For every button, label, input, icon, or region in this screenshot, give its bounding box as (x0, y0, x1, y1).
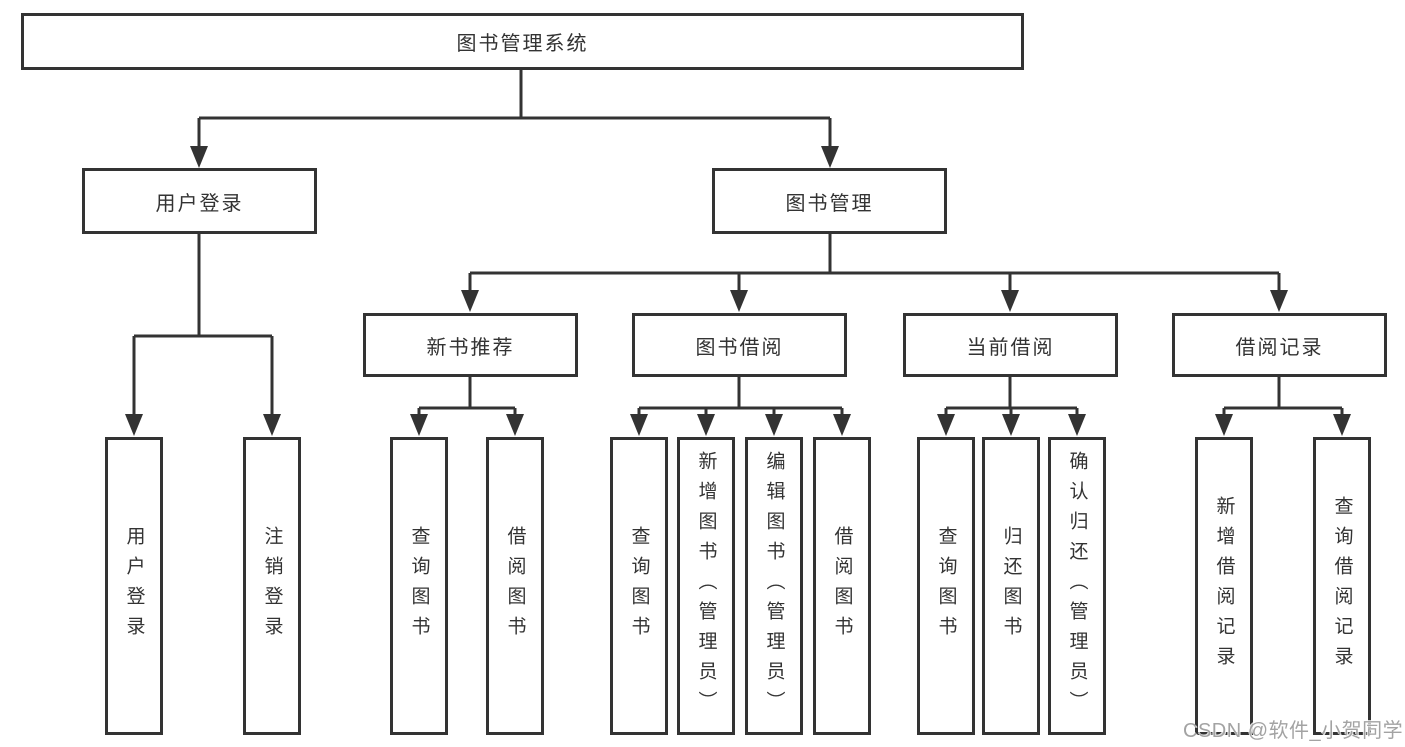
node-borrow-records: 借阅记录 (1172, 313, 1387, 377)
leaf-records-add-record: 新增借阅记录 (1195, 437, 1253, 735)
node-new-book-recommend: 新书推荐 (363, 313, 578, 377)
leaf-user-login: 用户登录 (105, 437, 163, 735)
leaf-current-confirm-return-admin: 确认归还（管理员） (1048, 437, 1106, 735)
leaf-borrow-edit-book-admin: 编辑图书（管理员） (745, 437, 803, 735)
leaf-borrow-add-book-admin: 新增图书（管理员） (677, 437, 735, 735)
leaf-current-query-book: 查询图书 (917, 437, 975, 735)
connector-line-group (132, 70, 1344, 416)
leaf-logout: 注销登录 (243, 437, 301, 735)
node-book-management: 图书管理 (712, 168, 947, 234)
leaf-borrow-borrow-book: 借阅图书 (813, 437, 871, 735)
leaf-current-return-book: 归还图书 (982, 437, 1040, 735)
leaf-recommend-borrow-book: 借阅图书 (486, 437, 544, 735)
arrowhead-group (125, 146, 1351, 436)
node-root: 图书管理系统 (21, 13, 1024, 70)
leaf-recommend-query-book: 查询图书 (390, 437, 448, 735)
leaf-records-query-record: 查询借阅记录 (1313, 437, 1371, 735)
leaf-borrow-query-book: 查询图书 (610, 437, 668, 735)
node-user-login: 用户登录 (82, 168, 317, 234)
node-current-borrow: 当前借阅 (903, 313, 1118, 377)
csdn-watermark: CSDN @软件_小贺同学 (1183, 720, 1404, 742)
node-book-borrow: 图书借阅 (632, 313, 847, 377)
